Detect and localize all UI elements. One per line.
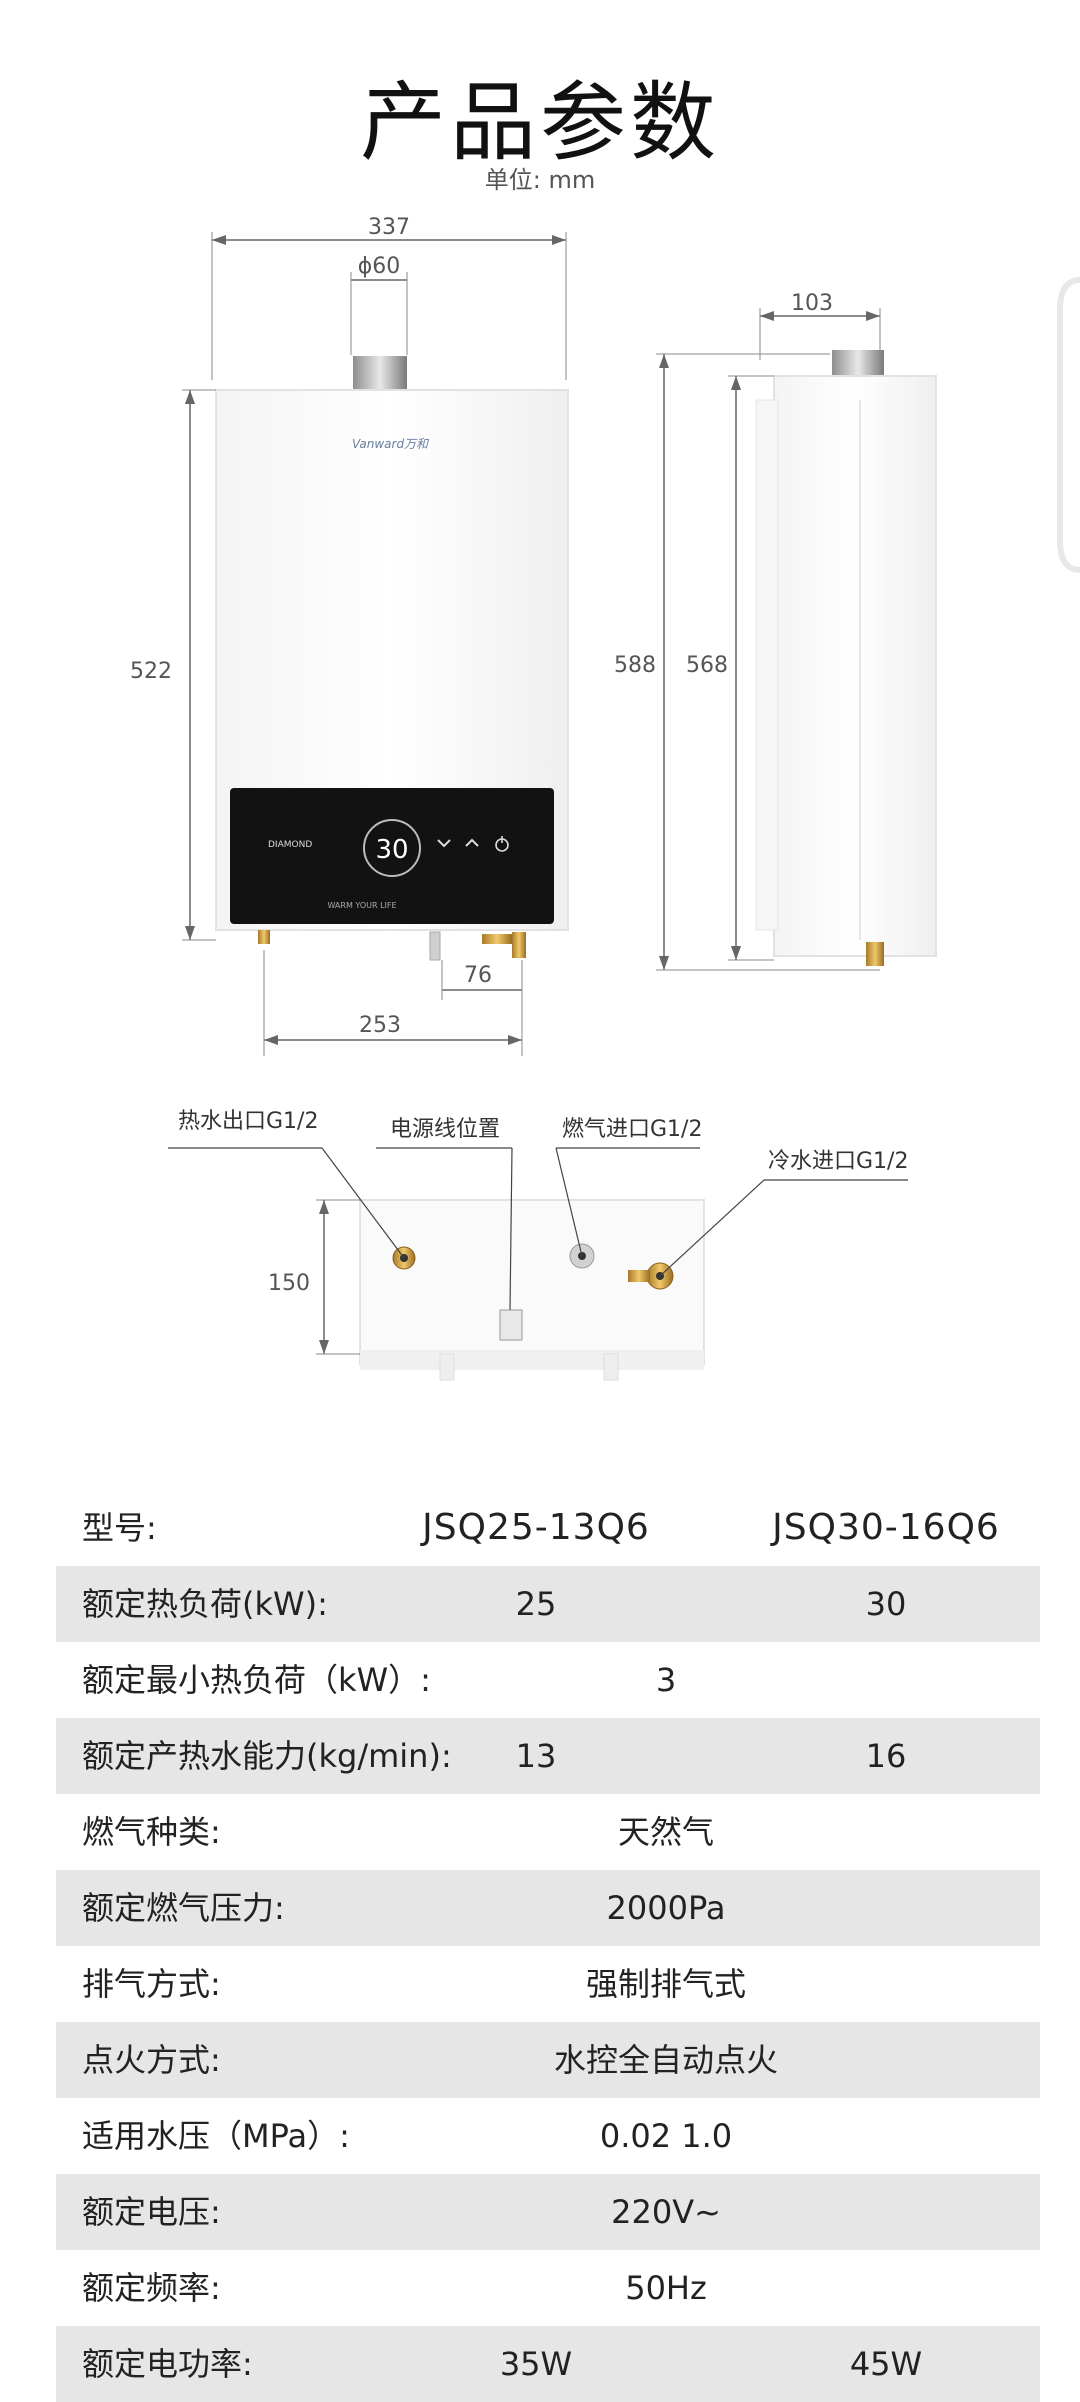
side-fitting <box>866 942 884 966</box>
spec-row: 额定电功率: 35W 45W <box>56 2326 1040 2402</box>
spec-row: 点火方式: 水控全自动点火 <box>56 2022 1040 2098</box>
spec-value: 220V~ <box>611 2193 721 2231</box>
bottom-height-dim: 150 <box>268 1271 310 1296</box>
spec-row: 额定频率: 50Hz <box>56 2250 1040 2326</box>
power-cord-outlet <box>499 1309 523 1341</box>
spec-row: 额定产热水能力(kg/min): 13 16 <box>56 1718 1040 1794</box>
spec-label: 额定电压: <box>82 2193 221 2231</box>
wall-bracket <box>755 399 779 931</box>
spec-label: 额定燃气压力: <box>82 1889 285 1927</box>
spec-value: 3 <box>655 1661 677 1699</box>
gas-fitting <box>429 931 441 961</box>
spec-value: 水控全自动点火 <box>553 2041 778 2079</box>
model-2: JSQ30-16Q6 <box>772 1507 1000 1548</box>
spec-label: 点火方式: <box>82 2041 221 2079</box>
spec-value-2: 30 <box>865 1585 907 1623</box>
control-panel <box>230 788 554 924</box>
power-cord-label: 电源线位置 <box>390 1117 500 1142</box>
spec-value: 2000Pa <box>606 1889 726 1927</box>
front-width-dim: 337 <box>368 215 410 240</box>
spec-value-1: 25 <box>515 1585 557 1623</box>
spec-value-2: 16 <box>865 1737 907 1775</box>
front-view: 337 ϕ60 Vanward万和 30 DIAMOND WARM YOUR L… <box>130 215 569 1056</box>
temperature-display: 30 <box>375 835 408 865</box>
hot-water-outlet-label: 热水出口G1/2 <box>178 1109 318 1134</box>
spec-header-row: 型号: JSQ25-13Q6 JSQ30-16Q6 <box>56 1490 1040 1566</box>
front-height-dim: 522 <box>130 659 172 684</box>
spec-value-2: 45W <box>849 2345 923 2383</box>
spec-label: 额定产热水能力(kg/min): <box>82 1737 452 1775</box>
body-height-dim: 568 <box>686 653 728 678</box>
dimension-drawings: 337 ϕ60 Vanward万和 30 DIAMOND WARM YOUR L… <box>130 215 1080 1381</box>
flue-depth-dim: 103 <box>791 291 833 316</box>
cold-water-fitting <box>512 932 526 958</box>
spec-row: 燃气种类: 天然气 <box>56 1794 1040 1870</box>
flue-pipe <box>353 356 407 392</box>
spec-row: 适用水压（MPa）: 0.02 1.0 <box>56 2098 1040 2174</box>
spec-row: 额定最小热负荷（kW）: 3 <box>56 1642 1040 1718</box>
display-ring <box>363 819 421 877</box>
right-edge-card <box>1057 277 1080 573</box>
bottom-view: 150 热水出口G1/2 电源线位置 燃气进口G1/2 冷水进口G1/2 <box>168 1109 908 1381</box>
spec-label: 额定频率: <box>82 2269 221 2307</box>
spec-label: 额定最小热负荷（kW）: <box>82 1661 431 1699</box>
spec-label: 额定电功率: <box>82 2345 253 2383</box>
gas-inlet-label: 燃气进口G1/2 <box>562 1117 702 1142</box>
spec-row: 排气方式: 强制排气式 <box>56 1946 1040 2022</box>
panel-slogan: WARM YOUR LIFE <box>327 901 396 910</box>
spec-label: 燃气种类: <box>82 1813 221 1851</box>
pipe-span-dim: 253 <box>359 1013 401 1038</box>
spec-label: 排气方式: <box>82 1965 221 2003</box>
cold-water-inlet-label: 冷水进口G1/2 <box>768 1149 908 1174</box>
side-body <box>773 375 937 957</box>
spec-label: 额定热负荷(kW): <box>82 1585 328 1623</box>
chevron-up-icon <box>465 838 479 847</box>
brand-logo: Vanward万和 <box>352 437 430 451</box>
spec-value-1: 35W <box>499 2345 573 2383</box>
side-view: 103 588 568 <box>614 277 1080 971</box>
spec-value: 0.02 1.0 <box>599 2117 733 2155</box>
pipe-spacing-dim: 76 <box>464 963 492 988</box>
panel-brand: DIAMOND <box>268 840 312 850</box>
spec-value: 强制排气式 <box>585 1965 746 2003</box>
hot-water-fitting <box>258 930 270 944</box>
flue-diameter-dim: ϕ60 <box>358 254 401 279</box>
spec-label: 型号: <box>82 1509 157 1547</box>
spec-value: 天然气 <box>617 1813 714 1851</box>
unit-note: 单位: mm <box>484 166 596 194</box>
spec-value-1: 13 <box>515 1737 557 1775</box>
chevron-down-icon <box>437 839 451 848</box>
spec-row: 额定热负荷(kW): 25 30 <box>56 1566 1040 1642</box>
page-title: 产品参数 <box>360 73 720 173</box>
spec-table: 型号: JSQ25-13Q6 JSQ30-16Q6 额定热负荷(kW): 25 … <box>56 1490 1040 2402</box>
total-height-dim: 588 <box>614 653 656 678</box>
spec-value: 50Hz <box>625 2269 707 2307</box>
model-1: JSQ25-13Q6 <box>422 1507 650 1548</box>
spec-row: 额定燃气压力: 2000Pa <box>56 1870 1040 1946</box>
spec-label: 适用水压（MPa）: <box>82 2117 350 2155</box>
spec-row: 额定电压: 220V~ <box>56 2174 1040 2250</box>
side-flue-pipe <box>832 350 884 378</box>
